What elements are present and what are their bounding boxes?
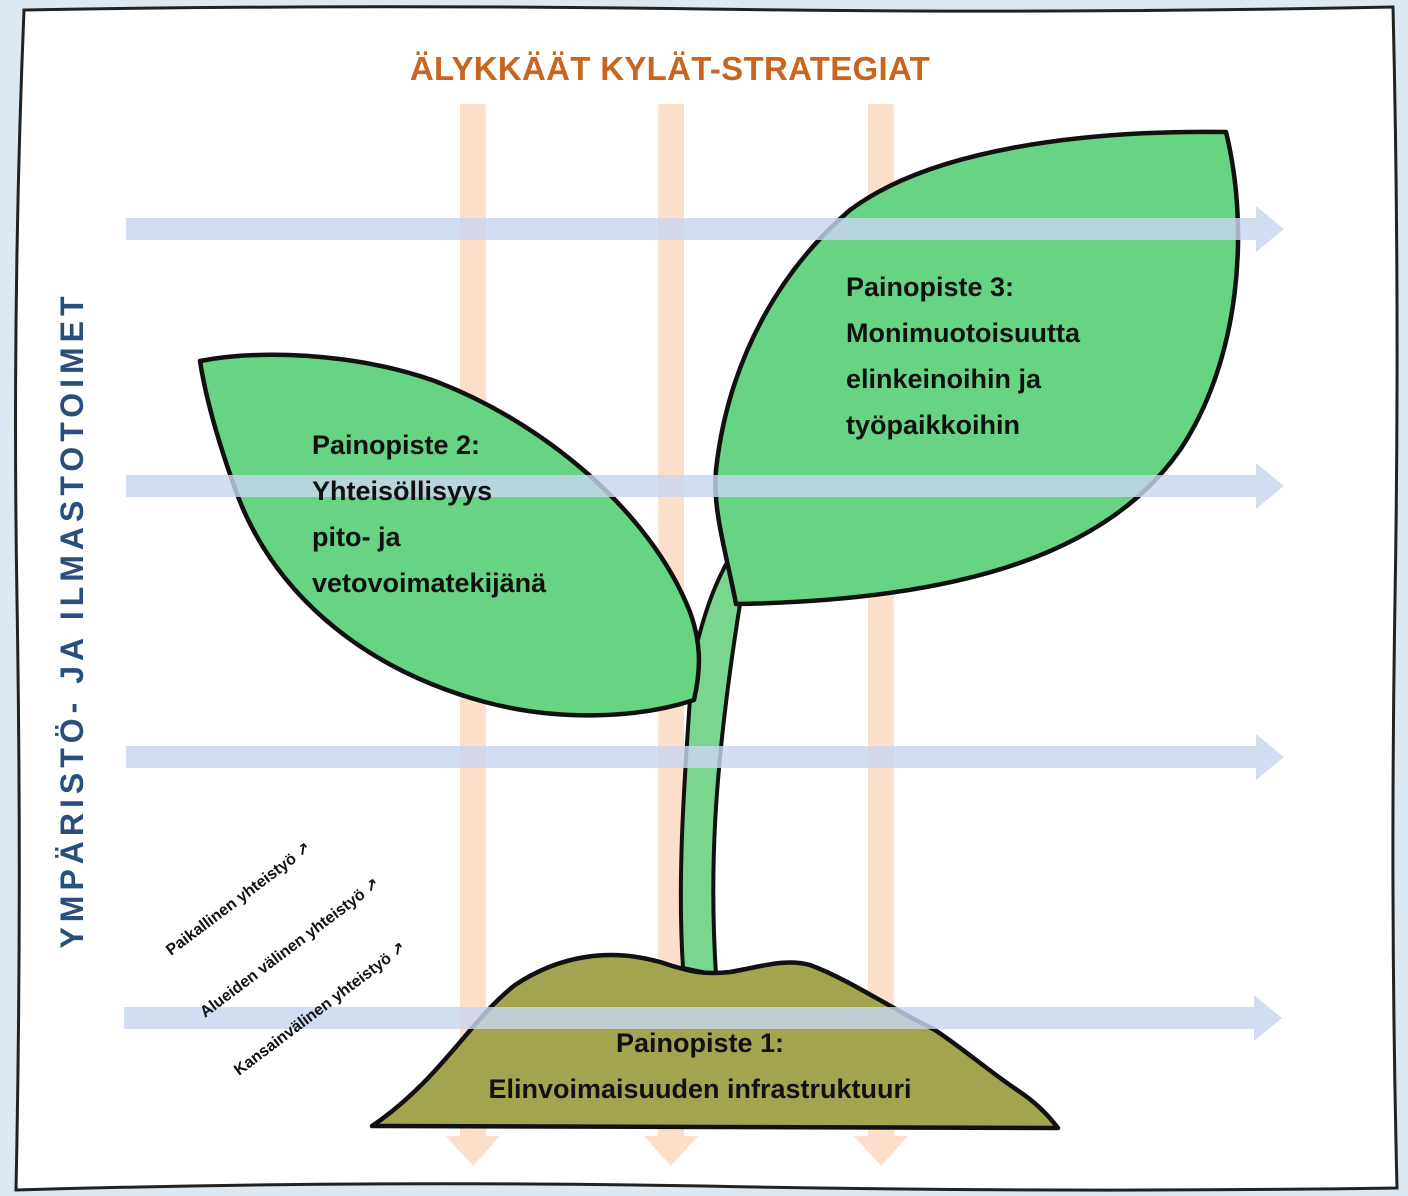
focus-area-3-line: Monimuotoisuutta	[846, 318, 1080, 348]
climate-arrow-3	[126, 734, 1284, 780]
climate-arrow-2	[126, 463, 1284, 509]
side-label-environment: YMPÄRISTÖ- JA ILMASTOTOIMET	[54, 291, 90, 949]
climate-arrow-1	[126, 206, 1284, 252]
soil-mound	[369, 952, 1061, 1131]
focus-area-3-line: elinkeinoihin ja	[846, 364, 1042, 394]
focus-area-2-line: pito- ja	[312, 522, 401, 552]
climate-arrows	[124, 206, 1284, 1041]
focus-area-2-line: vetovoimatekijänä	[312, 568, 547, 598]
strategy-arrow-3	[854, 104, 908, 1166]
focus-area-2-line: Painopiste 2:	[312, 430, 481, 460]
climate-arrow-4	[124, 995, 1282, 1041]
focus-area-2-line: Yhteisöllisyys	[312, 476, 493, 506]
focus-area-1-label: Painopiste 1: Elinvoimaisuuden infrastru…	[420, 1020, 980, 1112]
focus-area-1-line: Elinvoimaisuuden infrastruktuuri	[488, 1074, 912, 1104]
focus-area-2-label: Painopiste 2: Yhteisöllisyys pito- ja ve…	[312, 422, 546, 606]
leaf-left	[197, 352, 702, 718]
focus-area-3-label: Painopiste 3: Monimuotoisuutta elinkeino…	[846, 264, 1080, 448]
focus-area-3-line: Painopiste 3:	[846, 272, 1015, 302]
focus-area-1-line: Painopiste 1:	[615, 1028, 785, 1058]
focus-area-3-line: työpaikkoihin	[846, 410, 1021, 440]
diagram-title: ÄLYKKÄÄT KYLÄT-STRATEGIAT	[409, 50, 931, 87]
